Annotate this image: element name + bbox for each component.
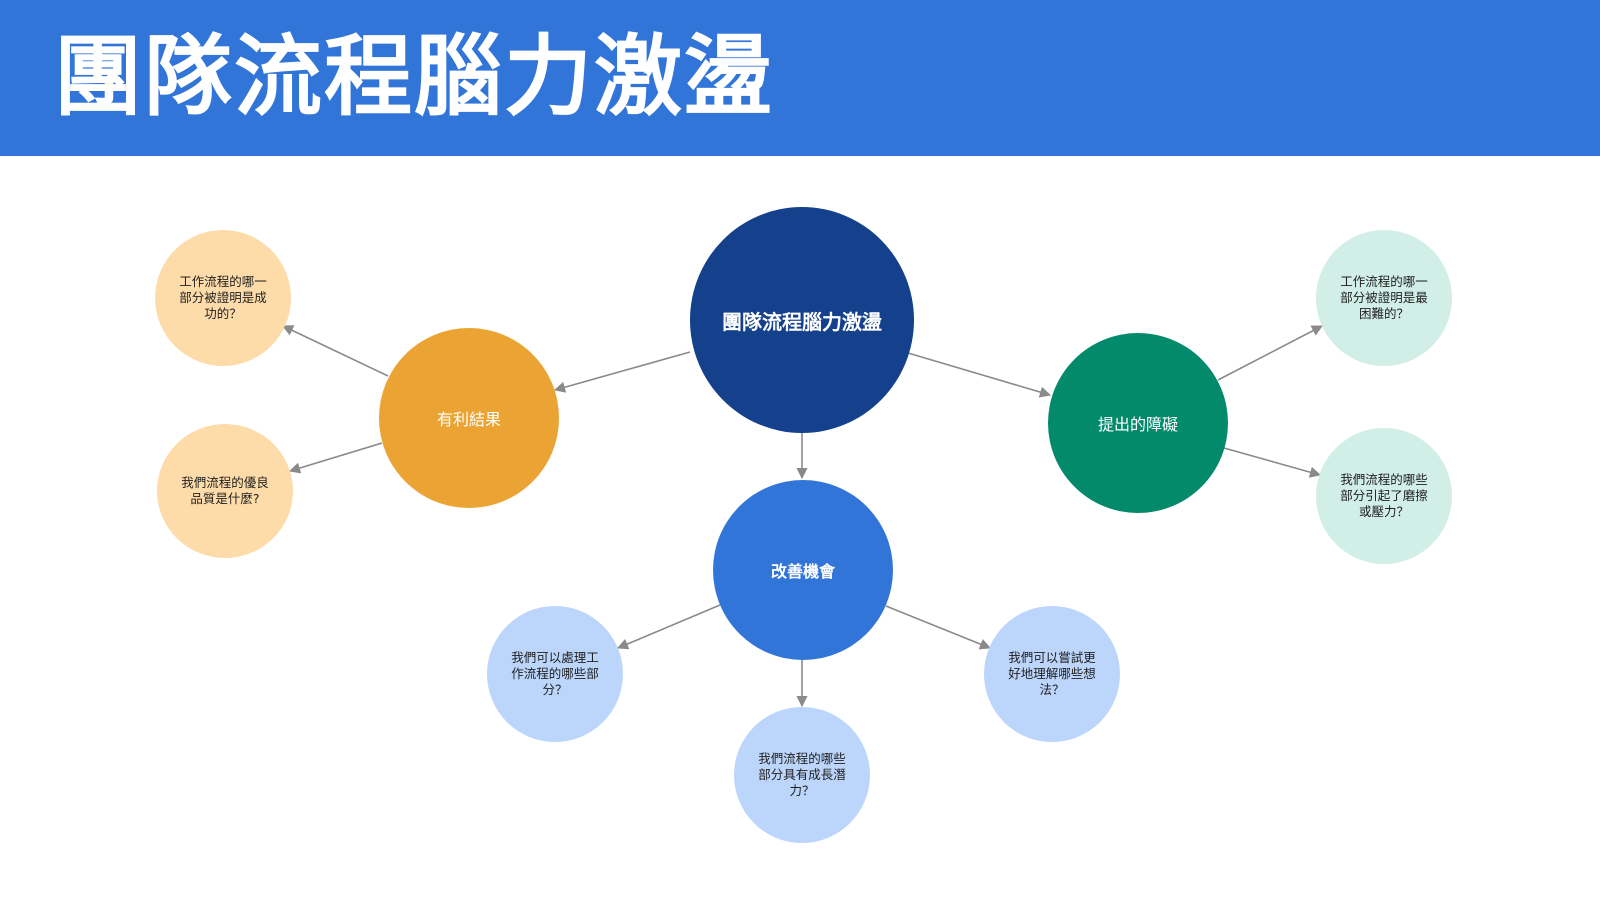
connector-center-barrier	[907, 352, 1052, 398]
connector-center-positive	[553, 351, 691, 393]
positive-child-node-1: 工作流程的哪一部分被證明是成功的？	[155, 230, 291, 366]
connector-opportunity-child-1	[616, 604, 721, 650]
barrier-node: 提出的障礙	[1048, 333, 1228, 513]
connector-positive-child-1	[281, 325, 389, 377]
connector-positive-child-2	[288, 442, 383, 474]
opportunity-child-label-2: 我們流程的哪些部分具有成長潛力？	[758, 751, 846, 798]
connector-opportunity-child-3	[885, 605, 992, 650]
center-node: 團隊流程腦力激盪	[690, 207, 914, 433]
page-title: 團隊流程腦力激盪	[54, 25, 775, 128]
positive-outcomes-label: 有利結果	[436, 410, 501, 429]
connector-barrier-child-1	[1217, 325, 1323, 381]
opportunity-child-node-1: 我們可以處理工作流程的哪些部分？	[487, 606, 623, 742]
connector-barrier-child-2	[1223, 447, 1322, 478]
positive-child-label-1: 工作流程的哪一部分被證明是成功的？	[179, 274, 267, 321]
center-node-label: 團隊流程腦力激盪	[722, 309, 882, 334]
opportunity-child-label-1: 我們可以處理工作流程的哪些部分？	[511, 650, 599, 697]
positive-outcomes-node: 有利結果	[379, 328, 559, 508]
positive-child-node-2: 我們流程的優良品質是什麼?	[157, 424, 293, 558]
barrier-child-node-2: 我們流程的哪些部分引起了磨擦或壓力？	[1316, 428, 1452, 564]
positive-child-label-2: 我們流程的優良品質是什麼?	[181, 475, 269, 506]
opportunity-child-node-2: 我們流程的哪些部分具有成長潛力？	[734, 707, 870, 843]
barrier-child-label-1: 工作流程的哪一部分被證明是最困難的？	[1340, 274, 1428, 321]
opportunity-child-node-3: 我們可以嘗試更好地理解哪些想法？	[984, 606, 1120, 742]
barrier-label: 提出的障礙	[1097, 415, 1178, 434]
header-banner: 團隊流程腦力激盪	[0, 0, 1600, 156]
barrier-child-label-2: 我們流程的哪些部分引起了磨擦或壓力？	[1340, 472, 1428, 519]
barrier-child-node-1: 工作流程的哪一部分被證明是最困難的？	[1316, 230, 1452, 366]
opportunity-label: 改善機會	[770, 562, 835, 581]
opportunity-node: 改善機會	[713, 480, 893, 660]
opportunity-child-label-3: 我們可以嘗試更好地理解哪些想法？	[1008, 650, 1096, 697]
